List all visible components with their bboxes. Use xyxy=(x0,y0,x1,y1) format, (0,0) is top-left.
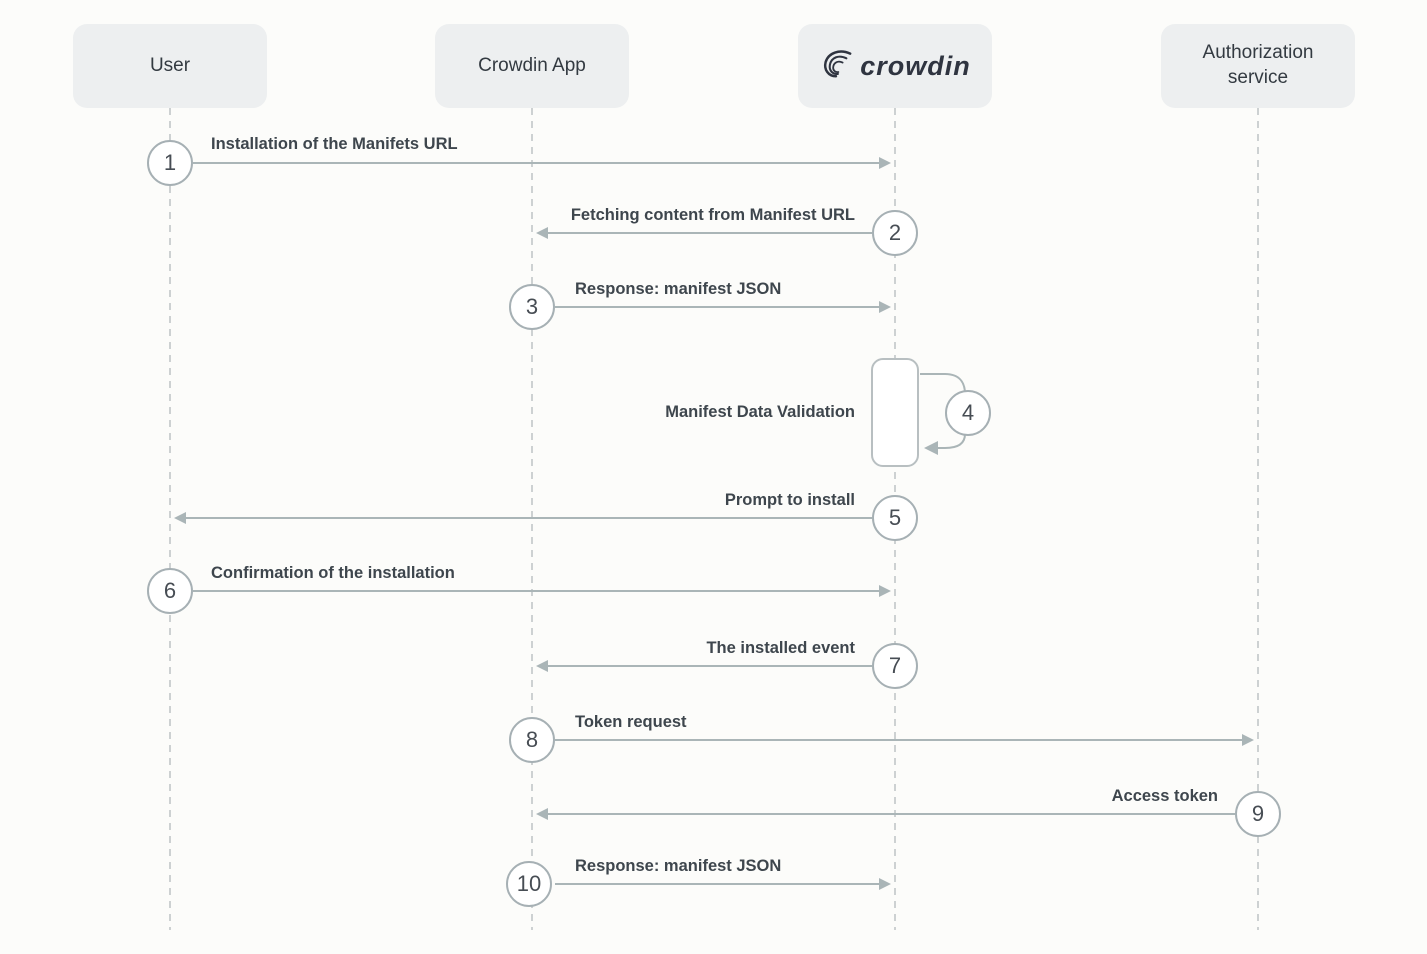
arrowhead-left-icon xyxy=(174,512,186,524)
step-circle-10: 10 xyxy=(506,861,552,907)
step-circle-1: 1 xyxy=(147,140,193,186)
actor-box-crowdin: crowdin xyxy=(798,24,992,108)
actor-label-authorization-service: Authorization service xyxy=(1202,42,1314,88)
arrowhead-left-icon xyxy=(536,660,548,672)
arrowhead-right-icon xyxy=(879,157,891,169)
message-label-1: Installation of the Manifets URL xyxy=(211,135,458,153)
message-label-10: Response: manifest JSON xyxy=(575,857,782,875)
actor-label-crowdin-app: Crowdin App xyxy=(478,54,586,76)
step-circle-2: 2 xyxy=(872,210,918,256)
message-label-8: Token request xyxy=(575,713,687,731)
actor-label-user: User xyxy=(149,54,191,76)
step-circle-9: 9 xyxy=(1235,791,1281,837)
message-label-5: Prompt to install xyxy=(724,491,855,509)
crowdin-wordmark: crowdin xyxy=(860,50,971,81)
arrowhead-right-icon xyxy=(879,301,891,313)
message-label-7: The installed event xyxy=(706,639,855,657)
message-arrow-6 xyxy=(193,590,880,592)
message-arrow-8 xyxy=(555,739,1243,741)
step-circle-8: 8 xyxy=(509,717,555,763)
message-label-2: Fetching content from Manifest URL xyxy=(570,206,855,224)
message-arrow-10 xyxy=(555,883,880,885)
lifeline-user xyxy=(169,108,171,930)
step-circle-5: 5 xyxy=(872,495,918,541)
step-circle-7: 7 xyxy=(872,643,918,689)
arrowhead-right-icon xyxy=(879,878,891,890)
message-label-4: Manifest Data Validation xyxy=(665,403,855,421)
message-arrow-7 xyxy=(547,665,872,667)
step-circle-3: 3 xyxy=(509,284,555,330)
message-arrow-2 xyxy=(547,232,872,234)
lifeline-crowdin-app xyxy=(531,108,533,930)
arrowhead-right-icon xyxy=(1242,734,1254,746)
message-arrow-5 xyxy=(185,517,872,519)
actor-box-user: User xyxy=(73,24,267,108)
actor-box-crowdin-app: Crowdin App xyxy=(435,24,629,108)
crowdin-logo-icon xyxy=(819,47,853,86)
message-label-9: Access token xyxy=(1111,787,1218,805)
arrowhead-left-icon xyxy=(536,227,548,239)
actor-box-authorization-service: Authorization service xyxy=(1161,24,1355,108)
step-circle-6: 6 xyxy=(147,568,193,614)
lifeline-authorization-service xyxy=(1257,108,1259,930)
crowdin-logo: crowdin xyxy=(819,47,971,86)
message-label-6: Confirmation of the installation xyxy=(211,564,455,582)
arrowhead-left-icon xyxy=(536,808,548,820)
message-arrow-9 xyxy=(547,813,1235,815)
activation-box-crowdin xyxy=(871,358,919,467)
message-arrow-3 xyxy=(555,306,880,308)
step-circle-4: 4 xyxy=(945,390,991,436)
message-arrow-1 xyxy=(193,162,880,164)
message-label-3: Response: manifest JSON xyxy=(575,280,782,298)
arrowhead-right-icon xyxy=(879,585,891,597)
